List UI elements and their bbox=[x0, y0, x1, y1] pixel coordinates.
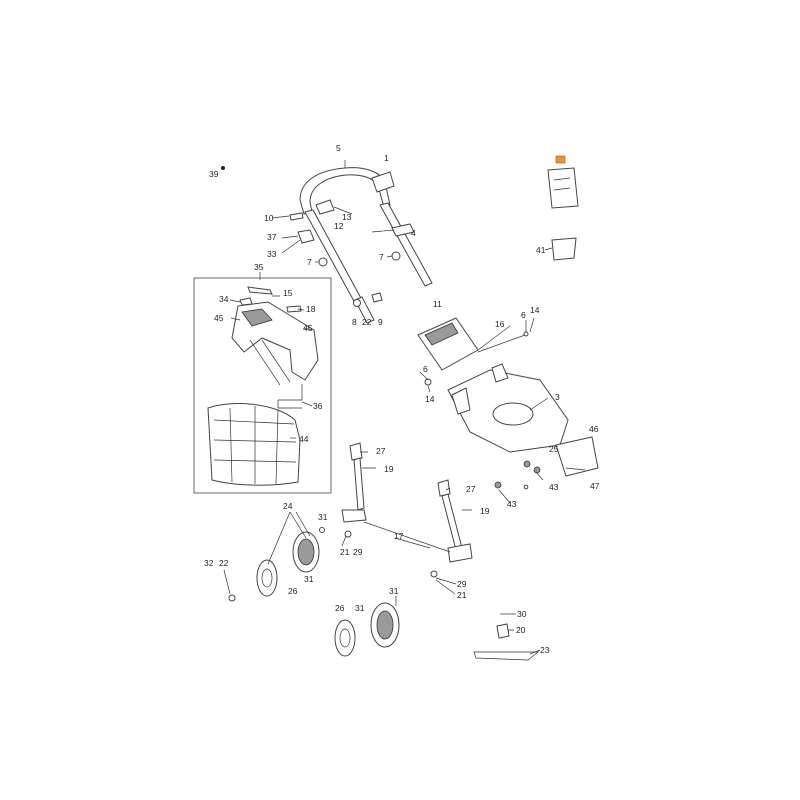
wheel-rear-left bbox=[256, 531, 320, 597]
label-15: 15 bbox=[283, 288, 293, 298]
grass-bag-handle bbox=[277, 384, 303, 409]
axle-fasteners bbox=[228, 527, 438, 602]
label-35: 35 bbox=[254, 262, 264, 272]
label-33: 33 bbox=[267, 249, 277, 259]
label-14-top: 14 bbox=[530, 305, 540, 315]
label-6-top: 6 bbox=[521, 310, 526, 320]
deck bbox=[447, 363, 569, 453]
label-29-a: 29 bbox=[353, 547, 363, 557]
label-16: 16 bbox=[495, 319, 505, 329]
label-19-top: 19 bbox=[384, 464, 394, 474]
label-14-mid: 14 bbox=[425, 394, 435, 404]
part-39-marker bbox=[221, 166, 225, 170]
label-46: 46 bbox=[589, 424, 599, 434]
label-36: 36 bbox=[313, 401, 323, 411]
label-34: 34 bbox=[219, 294, 229, 304]
label-24: 24 bbox=[283, 501, 293, 511]
rear-flap bbox=[555, 436, 599, 477]
label-45-left: 45 bbox=[214, 313, 224, 323]
label-23: 23 bbox=[540, 645, 550, 655]
label-6-mid: 6 bbox=[423, 364, 428, 374]
blade-parts bbox=[473, 613, 539, 661]
label-20: 20 bbox=[516, 625, 526, 635]
grass-bag-cover bbox=[231, 286, 319, 386]
label-21-a: 21 bbox=[340, 547, 350, 557]
label-27-bottom: 27 bbox=[466, 484, 476, 494]
label-7-left: 7 bbox=[307, 257, 312, 267]
label-45-right: 45 bbox=[303, 323, 313, 333]
label-22-bottom: 22 bbox=[219, 558, 229, 568]
label-27-top: 27 bbox=[376, 446, 386, 456]
label-26-a: 26 bbox=[288, 586, 298, 596]
label-31-a: 31 bbox=[318, 512, 328, 522]
grass-bag-frame bbox=[193, 277, 332, 494]
lower-handle-right bbox=[379, 202, 433, 287]
label-44: 44 bbox=[299, 434, 309, 444]
label-39: 39 bbox=[209, 169, 219, 179]
label-8: 8 bbox=[352, 317, 357, 327]
label-18: 18 bbox=[306, 304, 316, 314]
label-9: 9 bbox=[378, 317, 383, 327]
label-43-right: 43 bbox=[549, 482, 559, 492]
label-37: 37 bbox=[267, 232, 277, 242]
label-32: 32 bbox=[204, 558, 214, 568]
label-3: 3 bbox=[555, 392, 560, 402]
label-4: 4 bbox=[411, 228, 416, 238]
label-30: 30 bbox=[517, 609, 527, 619]
label-29-b: 29 bbox=[457, 579, 467, 589]
safety-label-pack bbox=[547, 155, 579, 209]
label-5: 5 bbox=[336, 143, 341, 153]
front-axle bbox=[363, 521, 451, 553]
part-labels: 39 5 1 10 13 12 37 33 7 7 4 35 15 34 18 … bbox=[204, 143, 600, 655]
label-43-left: 43 bbox=[507, 499, 517, 509]
label-26-b: 26 bbox=[335, 603, 345, 613]
upper-handle bbox=[299, 160, 395, 215]
label-25: 25 bbox=[549, 444, 559, 454]
label-13: 13 bbox=[342, 212, 352, 222]
grass-bag bbox=[207, 403, 301, 486]
wheel-front-left bbox=[334, 602, 400, 657]
label-31-b: 31 bbox=[304, 574, 314, 584]
label-1: 1 bbox=[384, 153, 389, 163]
label-22-top: 22 bbox=[362, 317, 372, 327]
label-7-right: 7 bbox=[379, 252, 384, 262]
label-31-d: 31 bbox=[355, 603, 365, 613]
height-lever-rear bbox=[437, 479, 473, 563]
label-11: 11 bbox=[433, 299, 442, 309]
label-47: 47 bbox=[590, 481, 600, 491]
axle-rod bbox=[477, 331, 529, 353]
engine-cover bbox=[417, 317, 479, 371]
mulch-plug bbox=[551, 237, 577, 261]
label-12: 12 bbox=[334, 221, 344, 231]
height-lever-front bbox=[341, 442, 367, 523]
deck-nuts bbox=[424, 378, 541, 490]
leader-lines bbox=[223, 206, 586, 655]
label-21-b: 21 bbox=[457, 590, 467, 600]
label-17: 17 bbox=[394, 531, 404, 541]
label-31-c: 31 bbox=[389, 586, 399, 596]
label-19-bottom: 19 bbox=[480, 506, 490, 516]
label-41: 41 bbox=[536, 245, 546, 255]
label-10: 10 bbox=[264, 213, 274, 223]
